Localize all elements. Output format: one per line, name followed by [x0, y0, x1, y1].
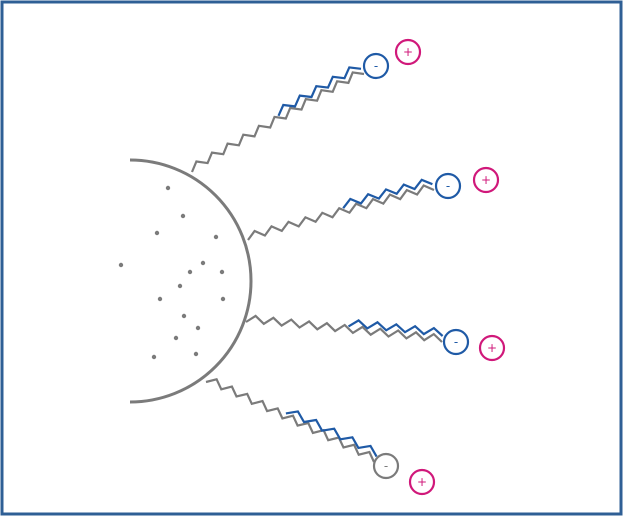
- interior-dot: [213, 234, 219, 240]
- interior-dot: [195, 325, 201, 331]
- counter-ion-positive-4: [408, 468, 436, 496]
- interior-dot: [181, 313, 187, 319]
- head-group-negative-1-sign: -: [374, 59, 378, 73]
- counter-ion-positive-1: [394, 38, 422, 66]
- interior-dot: [180, 213, 186, 219]
- interior-dot: [220, 296, 226, 302]
- counter-ion-positive-3-sign: +: [487, 341, 497, 355]
- micelle-interior-dots: [118, 185, 226, 360]
- chain-tail-blue-3: [347, 319, 444, 337]
- interior-dot: [193, 351, 199, 357]
- interior-dot: [200, 260, 206, 266]
- head-group-negative-2-sign: -: [446, 179, 450, 193]
- interior-dot: [118, 262, 124, 268]
- counter-ion-positive-2: [472, 166, 500, 194]
- interior-dot: [187, 269, 193, 275]
- interior-dot: [173, 335, 179, 341]
- interior-dot: [154, 230, 160, 236]
- interior-dot: [157, 296, 163, 302]
- chain-tail-2: [247, 184, 435, 241]
- counter-ion-positive-4-sign: +: [417, 475, 427, 489]
- chain-tail-4: [205, 378, 375, 463]
- chain-tail-blue-2: [342, 178, 433, 209]
- chain-tail-blue-4: [285, 410, 378, 458]
- chain-tail-blue-1: [277, 66, 362, 117]
- counter-ion-positive-3: [478, 334, 506, 362]
- interior-dot: [219, 269, 225, 275]
- head-group-negative-3: [442, 328, 470, 356]
- micelle-surface-arc: [129, 158, 253, 404]
- head-group-negative-4: [372, 452, 400, 480]
- head-group-negative-1: [362, 52, 390, 80]
- counter-ion-positive-1-sign: +: [403, 45, 413, 59]
- chain-tail-3: [245, 314, 443, 343]
- head-group-negative-4-sign: -: [384, 459, 388, 473]
- head-group-negative-2: [434, 172, 462, 200]
- chain-tail-1: [190, 71, 365, 173]
- head-group-negative-3-sign: -: [454, 335, 458, 349]
- interior-dot: [165, 185, 171, 191]
- interior-dot: [177, 283, 183, 289]
- counter-ion-positive-2-sign: +: [481, 173, 491, 187]
- interior-dot: [151, 354, 157, 360]
- surfactant-chains: - + - + - + - +: [190, 38, 506, 496]
